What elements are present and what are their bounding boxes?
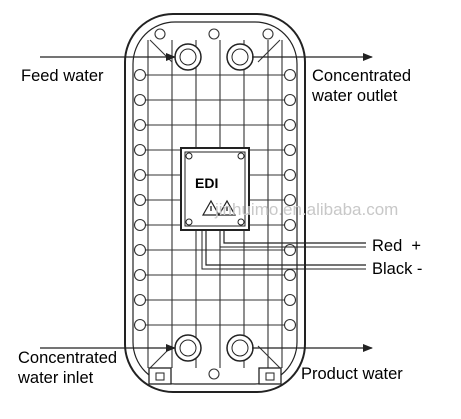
- bolt-ring: [133, 268, 147, 282]
- bolt-ring: [283, 118, 297, 132]
- bolt-ring: [133, 218, 147, 232]
- label-concentrated-inlet: Concentrated water inlet: [18, 348, 117, 388]
- label-concentrated-outlet: Concentrated water outlet: [312, 66, 411, 106]
- bolt-ring: [283, 93, 297, 107]
- label-concentrated-inlet-line1: Concentrated: [18, 349, 118, 367]
- lead-black-inner: [201, 230, 366, 270]
- frame-brace: [257, 345, 281, 369]
- watermark: jinhuimo.en.alibaba.com: [215, 200, 399, 219]
- bolt-ring: [208, 368, 220, 380]
- port-concentrated-inlet: [174, 334, 202, 362]
- warning-triangle-icon: [217, 199, 237, 216]
- bolt-ring: [283, 268, 297, 282]
- bolt-ring: [133, 93, 147, 107]
- frame-brace: [149, 345, 173, 369]
- label-feed-water: Feed water: [21, 66, 104, 86]
- bolt-ring: [283, 143, 297, 157]
- bolt-ring: [283, 218, 297, 232]
- frame-brace: [257, 39, 281, 63]
- label-red-terminal: Red +: [372, 236, 421, 256]
- bolt-ring: [133, 143, 147, 157]
- bolt-ring: [133, 293, 147, 307]
- bolt-ring: [283, 68, 297, 82]
- bolt-ring: [262, 28, 274, 40]
- frame-brace: [149, 39, 173, 63]
- port-concentrated-outlet: [226, 43, 254, 71]
- bolt-ring: [208, 28, 220, 40]
- label-black-terminal: Black -: [372, 259, 422, 279]
- bolt-ring: [133, 68, 147, 82]
- bolt-ring: [133, 168, 147, 182]
- bolt-ring: [133, 193, 147, 207]
- lead-black: [205, 230, 366, 266]
- edi-module-label: EDI: [195, 175, 219, 191]
- bolt-ring: [283, 168, 297, 182]
- label-red-terminal-text: Red +: [372, 237, 422, 255]
- label-concentrated-inlet-line2: water inlet: [18, 369, 94, 387]
- warning-triangle-icon: [201, 199, 221, 216]
- label-black-terminal-text: Black -: [372, 260, 423, 278]
- label-concentrated-outlet-line2: water outlet: [312, 87, 398, 105]
- bolt-ring: [283, 293, 297, 307]
- bolt-ring: [133, 318, 147, 332]
- port-feed-water: [174, 43, 202, 71]
- bolt-ring: [154, 28, 166, 40]
- port-product-water: [226, 334, 254, 362]
- edi-terminal-box: [180, 147, 250, 231]
- mounting-foot-left: [148, 367, 172, 385]
- label-product-water-text: Product water: [301, 365, 403, 383]
- bolt-ring: [283, 243, 297, 257]
- lead-red: [223, 230, 366, 244]
- housing-inner: [132, 21, 298, 385]
- mounting-foot-right: [258, 367, 282, 385]
- label-feed-water-text: Feed water: [21, 67, 104, 85]
- bolt-ring: [283, 318, 297, 332]
- label-concentrated-outlet-line1: Concentrated: [312, 67, 412, 85]
- label-product-water: Product water: [301, 364, 403, 384]
- bolt-ring: [283, 193, 297, 207]
- housing-outer: [124, 13, 306, 393]
- bolt-ring: [133, 118, 147, 132]
- bolt-ring: [133, 243, 147, 257]
- lead-red-inner: [219, 230, 366, 248]
